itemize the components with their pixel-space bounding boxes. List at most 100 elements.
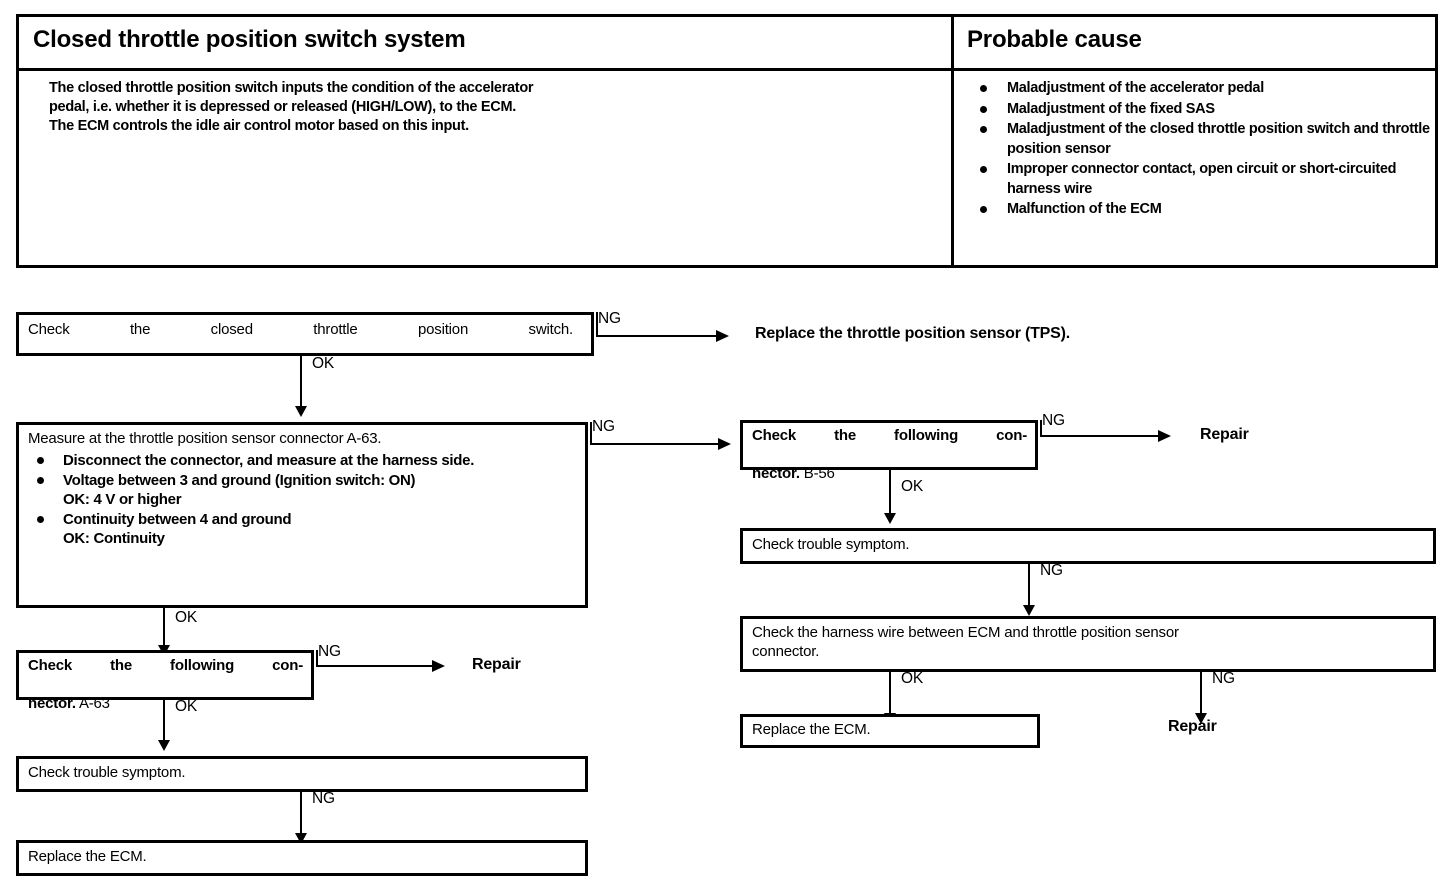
step-label-line1: Check the harness wire between ECM and t… xyxy=(752,624,1179,641)
step-label: Check trouble symptom. xyxy=(28,764,186,781)
branch-label-ng: NG xyxy=(592,418,615,435)
connector-line xyxy=(316,650,318,666)
arrow-right-icon xyxy=(716,330,729,342)
step-title: Measure at the throttle position sensor … xyxy=(28,430,382,447)
cause-text: Malfunction of the ECM xyxy=(1007,201,1162,217)
branch-label-ok: OK xyxy=(175,698,197,715)
step-check-trouble-symptom-right[interactable]: Check trouble symptom. xyxy=(740,528,1436,564)
bullet-icon xyxy=(37,515,44,523)
cause-text: Maladjustment of the accelerator pedal xyxy=(1007,80,1264,96)
step-label-line2: nector. xyxy=(752,465,800,482)
arrow-right-icon xyxy=(432,660,445,672)
bullet-icon xyxy=(37,457,44,464)
description-line: The ECM controls the idle air control mo… xyxy=(49,118,469,134)
connector-line xyxy=(163,608,165,648)
connector-line xyxy=(889,470,891,516)
connector-line xyxy=(1028,564,1030,608)
connector-line xyxy=(596,335,718,337)
step-check-harness-wire[interactable]: Check the harness wire between ECM and t… xyxy=(740,616,1436,672)
step-label-line1: Check the following con- xyxy=(752,427,1027,444)
measure-criteria: OK: Continuity xyxy=(63,530,165,547)
arrow-down-icon xyxy=(1195,713,1207,724)
step-measure-tps-connector[interactable]: Measure at the throttle position sensor … xyxy=(16,422,588,608)
bullet-icon xyxy=(37,476,44,484)
step-replace-ecm-right[interactable]: Replace the ECM. xyxy=(740,714,1040,748)
step-label: Check the closed throttle position switc… xyxy=(28,321,573,338)
result-replace-tps: Replace the throttle position sensor (TP… xyxy=(755,325,1070,342)
arrow-down-icon xyxy=(884,513,896,524)
cause-text: Maladjustment of the closed throttle pos… xyxy=(1007,121,1430,157)
result-repair: Repair xyxy=(1168,718,1217,735)
cause-text: Improper connector contact, open circuit… xyxy=(1007,161,1397,197)
connector-line xyxy=(316,665,434,667)
list-item: Maladjustment of the accelerator pedal xyxy=(967,79,1437,99)
list-item: Improper connector contact, open circuit… xyxy=(967,160,1437,199)
measure-instruction-list: Disconnect the connector, and measure at… xyxy=(25,451,581,549)
step-label-line2: connector. xyxy=(752,643,820,660)
table-header-divider xyxy=(19,68,1435,71)
measure-text: Continuity between 4 and ground xyxy=(63,510,292,528)
result-repair: Repair xyxy=(1200,426,1249,443)
connector-line xyxy=(889,672,891,716)
table-column-divider xyxy=(951,17,954,265)
step-label: Replace the ECM. xyxy=(28,848,147,865)
table-header-right: Probable cause xyxy=(967,26,1142,53)
branch-label-ng: NG xyxy=(312,790,335,807)
step-label-line2: nector. xyxy=(28,695,76,712)
arrow-down-icon xyxy=(295,406,307,417)
connector-line xyxy=(590,443,720,445)
connector-id: A-63 xyxy=(78,695,110,712)
branch-label-ng: NG xyxy=(318,643,341,660)
branch-label-ok: OK xyxy=(901,478,923,495)
measure-text: Voltage between 3 and ground (Ignition s… xyxy=(63,471,416,489)
bullet-icon xyxy=(980,85,987,92)
step-check-closed-throttle-switch[interactable]: Check the closed throttle position switc… xyxy=(16,312,594,356)
list-item: Voltage between 3 and ground (Ignition s… xyxy=(25,471,581,510)
arrow-down-icon xyxy=(158,740,170,751)
step-check-connector-b56[interactable]: Check the following con- nector. B-56 xyxy=(740,420,1038,482)
list-item: Continuity between 4 and ground OK: Cont… xyxy=(25,510,581,549)
connector-line xyxy=(1040,435,1160,437)
list-item: Disconnect the connector, and measure at… xyxy=(25,451,581,471)
bullet-icon xyxy=(980,166,987,173)
step-check-connector-a63[interactable]: Check the following con- nector. A-63 xyxy=(16,650,314,712)
bullet-icon xyxy=(980,206,987,213)
system-description: The closed throttle position switch inpu… xyxy=(49,79,909,136)
branch-label-ok: OK xyxy=(175,609,197,626)
list-item: Maladjustment of the closed throttle pos… xyxy=(967,120,1437,159)
arrow-right-icon xyxy=(1158,430,1171,442)
step-label-line1: Check the following con- xyxy=(28,657,303,674)
branch-label-ok: OK xyxy=(312,355,334,372)
connector-line xyxy=(596,312,598,336)
connector-line xyxy=(1040,420,1042,436)
result-repair: Repair xyxy=(472,656,521,673)
branch-label-ng: NG xyxy=(1212,670,1235,687)
list-item: Maladjustment of the fixed SAS xyxy=(967,100,1437,120)
table-header-left: Closed throttle position switch system xyxy=(33,26,466,53)
bullet-icon xyxy=(980,126,987,133)
step-label: Check trouble symptom. xyxy=(752,536,910,553)
branch-label-ok: OK xyxy=(901,670,923,687)
connector-line xyxy=(163,700,165,742)
step-replace-ecm-left[interactable]: Replace the ECM. xyxy=(16,840,588,876)
branch-label-ng: NG xyxy=(1040,562,1063,579)
measure-criteria: OK: 4 V or higher xyxy=(63,491,182,508)
list-item: Malfunction of the ECM xyxy=(967,200,1437,220)
probable-cause-list: Maladjustment of the accelerator pedal M… xyxy=(967,79,1437,221)
step-label: Replace the ECM. xyxy=(752,721,871,738)
arrow-right-icon xyxy=(718,438,731,450)
step-check-trouble-symptom-left[interactable]: Check trouble symptom. xyxy=(16,756,588,792)
branch-label-ng: NG xyxy=(1042,412,1065,429)
connector-line xyxy=(1200,672,1202,716)
description-line: pedal, i.e. whether it is depressed or r… xyxy=(49,99,516,115)
arrow-down-icon xyxy=(1023,605,1035,616)
connector-id: B-56 xyxy=(803,465,835,482)
arrow-down-icon xyxy=(295,833,307,844)
connector-line xyxy=(300,356,302,408)
cause-text: Maladjustment of the fixed SAS xyxy=(1007,100,1215,117)
system-info-table: Closed throttle position switch system P… xyxy=(16,14,1438,268)
branch-label-ng: NG xyxy=(598,310,621,327)
connector-line xyxy=(300,792,302,836)
connector-line xyxy=(590,422,592,444)
description-line: The closed throttle position switch inpu… xyxy=(49,80,534,96)
